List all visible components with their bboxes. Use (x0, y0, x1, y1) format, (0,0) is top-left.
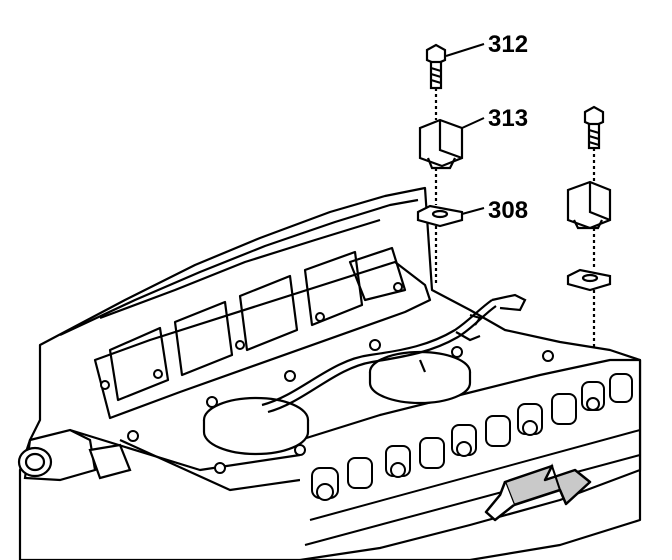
leader-lines (445, 43, 485, 215)
front-direction-arrow-icon (484, 463, 592, 522)
ignition-coil (418, 118, 464, 170)
coil-bracket (416, 204, 464, 228)
wiring-harness (261, 293, 527, 414)
callout-313: 313 (488, 105, 528, 132)
bolt (583, 105, 605, 150)
coil-disks (202, 350, 472, 456)
exploded-stack-right (566, 105, 612, 350)
exploded-stack-left (416, 43, 464, 285)
callout-312: 312 (488, 31, 528, 58)
rocker-arms (304, 373, 641, 546)
cover-bolts (100, 282, 554, 474)
outlet-housing (17, 428, 132, 482)
ignition-coil (566, 180, 612, 230)
coil-bracket (566, 268, 612, 292)
bolt (425, 43, 447, 90)
engine-block (18, 186, 642, 560)
callout-308: 308 (488, 197, 528, 224)
